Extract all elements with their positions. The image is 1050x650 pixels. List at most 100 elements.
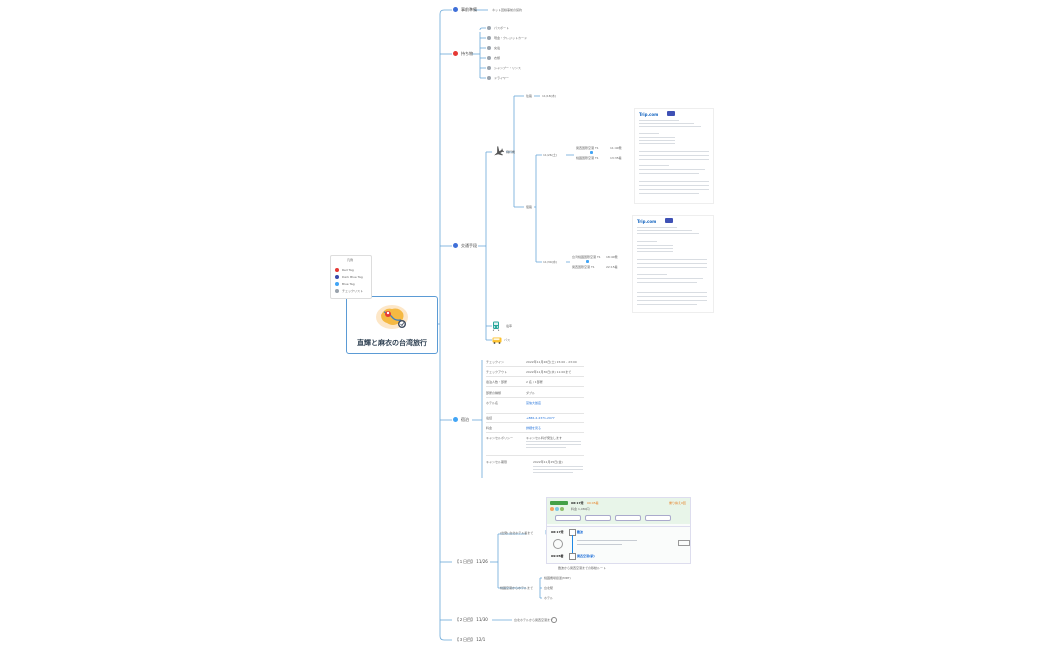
route-line — [571, 535, 573, 554]
flight-itinerary-image[interactable]: Trip.com — [632, 215, 714, 313]
trip-logo: Trip.com — [639, 112, 659, 117]
outbound-depart-time: 11:40発 — [610, 146, 622, 150]
hotel-key: 部屋の種類 — [486, 391, 502, 395]
check-icon[interactable] — [487, 76, 491, 80]
belonging-item[interactable]: シャンプー・リンス — [494, 66, 521, 70]
hotel-value: 2 名 / 1部屋 — [526, 380, 543, 384]
outbound-from: 関西国際空港 T1 — [576, 146, 599, 150]
check-icon[interactable] — [487, 26, 491, 30]
station-marker — [569, 553, 576, 560]
hotel-key: 宿泊人数・部屋 — [486, 380, 508, 384]
route-action-button[interactable] — [615, 515, 641, 521]
flight-arrow-icon — [586, 260, 589, 263]
legend-item-blue: Blue Tag — [342, 282, 355, 286]
hotel-key: チェックアウト — [486, 370, 508, 374]
check-icon[interactable] — [487, 36, 491, 40]
flight-itinerary-image[interactable]: Trip.com — [634, 108, 714, 204]
outbound-number[interactable]: 11/26(土) — [543, 153, 557, 157]
branch-day2[interactable]: 【２日目】 11/30 — [455, 617, 488, 622]
outbound-label[interactable]: 往路 — [526, 94, 533, 98]
prep-tag-dot — [453, 7, 458, 12]
route-search-card[interactable]: 08:17発 09:05着 料金 1,080円 乗り換え0回 08:17発 難波… — [546, 497, 691, 564]
hotel-tag-dot — [453, 417, 458, 422]
hotel-key: 料金 — [486, 426, 493, 430]
transfer-icon — [553, 539, 563, 549]
belonging-item[interactable]: 充電 — [494, 46, 501, 50]
route-arrive-time-row: 09:05着 — [551, 554, 564, 558]
hotel-value: キャンセル料が発生します — [526, 436, 563, 440]
route-icon — [555, 507, 559, 511]
route-detail-button[interactable] — [678, 540, 690, 546]
return-depart-time: 18:40発 — [606, 255, 618, 259]
hotel-value: 2022年11月30日(水) 11:00まで — [526, 370, 572, 374]
hotel-key: 電話 — [486, 416, 493, 420]
prep-child[interactable]: ネット回線事前の契約 — [492, 8, 523, 12]
hotel-price-link[interactable]: 詳細を見る — [526, 426, 542, 430]
return-from: 台湾桃園国際空港 T1 — [572, 255, 601, 259]
legend-blue-dot — [335, 282, 339, 286]
return-to: 関西国際空港 T1 — [572, 265, 595, 269]
legend-title: 凡例 — [347, 258, 354, 262]
route-action-button[interactable] — [555, 515, 581, 521]
hotel-name-link[interactable]: 富信大飯店 — [526, 401, 542, 405]
route-fare: 料金 1,080円 — [571, 507, 590, 511]
hotel-key: キャンセル期限 — [486, 460, 508, 464]
day1-sub-item[interactable]: ホテル — [544, 596, 554, 600]
legend-item-red: Red Tag — [342, 268, 354, 272]
hotel-value: 2022年11月26日(土) 15:00 - 23:00 — [526, 360, 577, 364]
hotel-key: チェックイン — [486, 360, 505, 364]
branch-prep[interactable]: 事前準備 — [461, 7, 477, 12]
flight-label[interactable]: 飛行機 — [506, 150, 516, 154]
route-depart-time: 08:17発 — [571, 501, 584, 505]
hotel-info-table: チェックイン 2022年11月26日(土) 15:00 - 23:00 チェック… — [484, 358, 584, 483]
hotel-value: 2022年11月25日(金) — [533, 460, 563, 464]
root-topic[interactable]: 直輝と麻衣の台湾旅行 — [346, 296, 438, 354]
trip-logo: Trip.com — [637, 219, 657, 224]
route-caption: 難波から関西空港までの移動ルート — [558, 566, 607, 570]
legend: 凡例 Red Tag Dark Blue Tag Blue Tag チェックリス… — [330, 255, 372, 299]
station-marker — [569, 529, 576, 536]
day1-sub-departure[interactable]: (出発) 台北ホテル着まで — [500, 531, 534, 535]
route-badge — [550, 501, 568, 505]
train-icon — [492, 321, 500, 331]
train-label[interactable]: 電車 — [506, 324, 513, 328]
day1-sub-item[interactable]: 桃園機場捷運(MRT) — [544, 576, 571, 580]
link-icon[interactable] — [551, 617, 557, 623]
check-icon[interactable] — [487, 66, 491, 70]
branch-hotel[interactable]: 宿泊 — [461, 417, 469, 422]
flight-arrow-icon — [590, 151, 593, 154]
route-action-button[interactable] — [645, 515, 671, 521]
return-arrive-time: 22:15着 — [606, 265, 618, 269]
route-action-button[interactable] — [585, 515, 611, 521]
outbound-date[interactable]: 11/18(木) — [542, 94, 556, 98]
outbound-to: 桃園国際空港 T1 — [576, 156, 599, 160]
branch-day1[interactable]: 【１日目】 11/26 — [455, 559, 488, 564]
airplane-icon — [494, 146, 504, 156]
day1-sub-airport-hotel[interactable]: 桃園空港からホテルまで — [500, 586, 534, 590]
route-to-station[interactable]: 関西空港(駅) — [577, 554, 595, 558]
taiwan-map-icon — [376, 305, 408, 329]
hotel-key: ホテル名 — [486, 401, 499, 405]
day1-sub-item[interactable]: 台北駅 — [544, 586, 554, 590]
branch-day3[interactable]: 【３日目】 12/1 — [455, 637, 486, 642]
branch-belongings[interactable]: 持ち物 — [461, 51, 473, 56]
root-title: 直輝と麻衣の台湾旅行 — [357, 339, 427, 347]
branch-transport[interactable]: 交通手段 — [461, 243, 477, 248]
belonging-item[interactable]: ドライヤー — [494, 76, 509, 80]
check-icon[interactable] — [487, 56, 491, 60]
belonging-item[interactable]: パスポート — [494, 26, 510, 30]
check-icon[interactable] — [487, 46, 491, 50]
day2-child[interactable]: 台北ホテルから関西空港まで — [514, 618, 554, 622]
hotel-phone-link[interactable]: +886-2-2371-2077 — [526, 416, 555, 420]
route-from-station[interactable]: 難波 — [577, 530, 584, 534]
hotel-value: ダブル — [526, 391, 536, 395]
belonging-item[interactable]: 現金・クレジットカード — [494, 36, 528, 40]
route-depart-time-row: 08:17発 — [551, 530, 564, 534]
legend-darkblue-dot — [335, 275, 339, 279]
return-label[interactable]: 復路 — [526, 205, 533, 209]
return-number[interactable]: 11/30(水) — [543, 260, 557, 264]
legend-check-dot — [335, 289, 339, 293]
belonging-item[interactable]: 衣類 — [494, 56, 501, 60]
bus-label[interactable]: バス — [504, 338, 511, 342]
